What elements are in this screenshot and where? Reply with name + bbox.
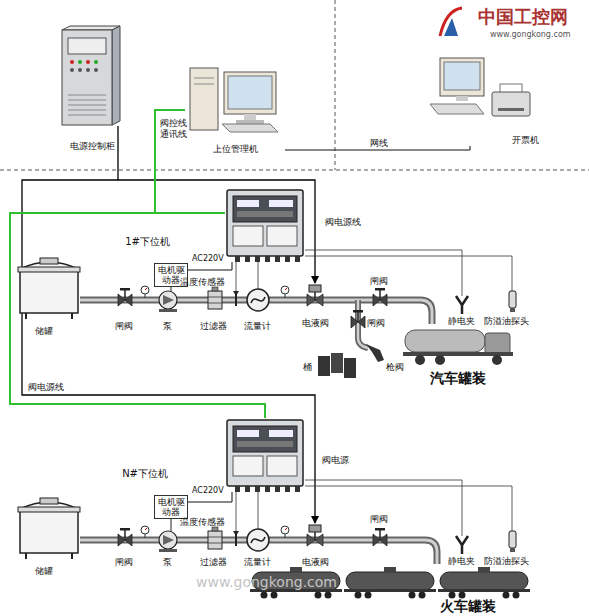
wire-label: 阀电源 <box>322 455 349 466</box>
part-label: 防溢油探头 <box>484 556 529 567</box>
part-label: 过滤器 <box>200 321 227 332</box>
logo-text: 中国工控网 <box>478 6 568 28</box>
part-label: 桶 <box>303 362 312 373</box>
node-label: 电源控制柜 <box>45 141 140 152</box>
signal-wire <box>188 262 232 270</box>
node-label: N#下位机 <box>122 468 168 480</box>
watermark: www.gongkong.com <box>196 574 337 591</box>
part-label: 闸阀 <box>370 276 388 287</box>
driver-box: 电机驱动器 <box>154 495 188 519</box>
part-label: 静电夹 <box>448 556 475 567</box>
computer-node: 上位管理机 <box>185 60 285 155</box>
part-label: 泵 <box>163 321 172 332</box>
cabinet-node: 电源控制柜 <box>55 28 130 152</box>
wire-label: 阀控线 通讯线 <box>160 118 190 140</box>
controller-node: 1#下位机 <box>225 188 305 262</box>
part-label: 过滤器 <box>200 557 227 568</box>
part-label: 储罐 <box>35 566 53 577</box>
part-label: 储罐 <box>35 326 53 337</box>
part-label: 闸阀 <box>367 318 385 329</box>
node-label: 电机驱动器 <box>155 497 187 517</box>
part-label: 流量计 <box>244 557 271 568</box>
label-group: 电源控制柜 <box>45 141 140 152</box>
part-label: 枪阀 <box>386 362 404 373</box>
wire-label: 阀电源线 <box>28 382 64 393</box>
part-label: 流量计 <box>244 321 271 332</box>
node-label: 开票机 <box>512 135 539 146</box>
section-heading: 汽车罐装 <box>430 370 486 387</box>
part-label: 温度传感器 <box>180 517 225 528</box>
part-label: 防溢油探头 <box>484 316 529 327</box>
part-label: 电液阀 <box>302 318 329 329</box>
printer-node: 开票机 <box>425 50 545 146</box>
logo-url: www.gongkong.com <box>490 30 571 40</box>
part-label: 闸阀 <box>115 557 133 568</box>
node-label: 1#下位机 <box>125 236 170 248</box>
part-label: 静电夹 <box>448 316 475 327</box>
comm-line <box>155 110 225 213</box>
controller-node: N#下位机 <box>225 418 305 492</box>
part-label: 温度传感器 <box>180 277 225 288</box>
label-group: 1#下位机 <box>125 236 170 248</box>
node-label: 上位管理机 <box>175 144 295 155</box>
voltage-label: AC220V <box>192 486 224 496</box>
label-group: 上位管理机 <box>175 144 295 155</box>
part-label: 闸阀 <box>115 321 133 332</box>
part-label: 泵 <box>163 557 172 568</box>
wire-label: 网线 <box>370 138 388 149</box>
part-label: 闸阀 <box>370 514 388 525</box>
voltage-label: AC220V <box>192 254 224 264</box>
wire-label: 阀电源线 <box>325 217 361 228</box>
comm-line <box>10 110 265 418</box>
section-heading: 火车罐装 <box>440 598 496 615</box>
label-group: 电机驱动器 <box>155 496 187 518</box>
label-group: N#下位机 <box>122 468 168 480</box>
label-group: 开票机 <box>512 135 539 146</box>
part-label: 电液阀 <box>302 557 329 568</box>
